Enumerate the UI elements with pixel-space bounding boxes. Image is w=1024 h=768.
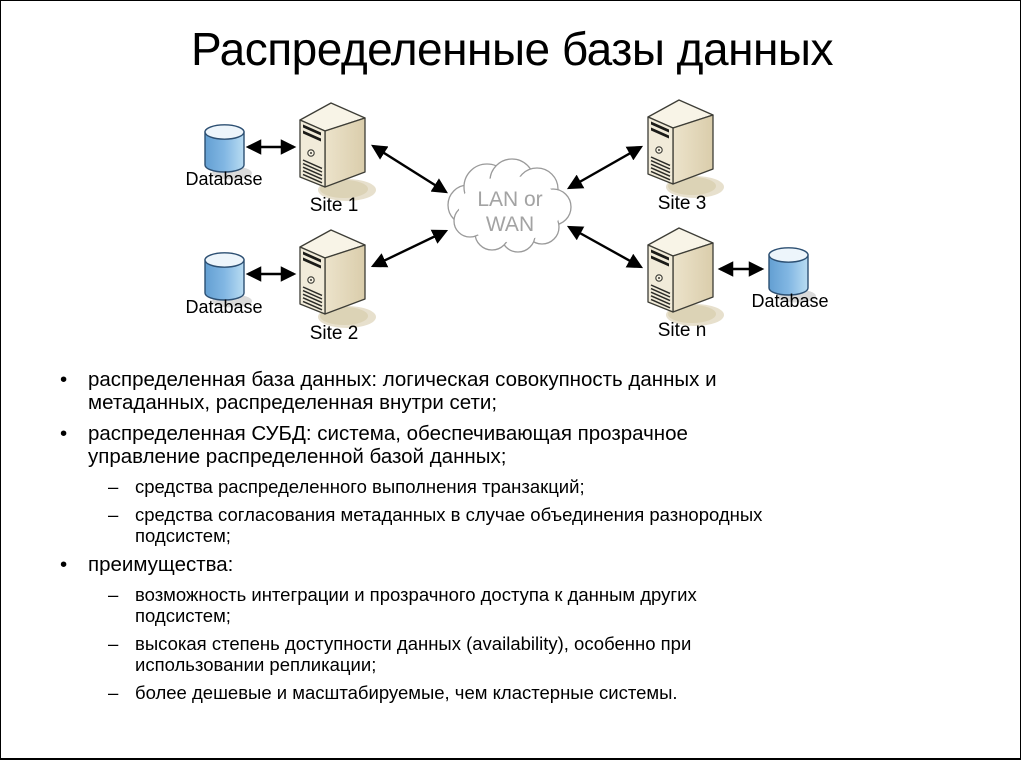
cloud-shape	[447, 158, 572, 253]
sub-bullet-text: средства распределенного выполнения тран…	[135, 476, 585, 497]
bullet-item: • распределенная СУБД: система, обеспечи…	[0, 422, 945, 468]
sub-bullet-item: – высокая степень доступности данных (av…	[0, 633, 945, 675]
distributed-db-diagram: LAN or WAN Database Database Database Si…	[185, 99, 829, 344]
bullet-text: распределенная СУБД: система, обеспечива…	[88, 422, 688, 468]
site1-label: Site 1	[310, 195, 359, 216]
sub-bullet-item: – средства распределенного выполнения тр…	[0, 476, 945, 497]
sub-bullet-text: более дешевые и масштабируемые, чем клас…	[135, 682, 678, 703]
dash-marker: –	[108, 584, 119, 605]
sub-bullet-item: – средства согласования метаданных в слу…	[0, 504, 945, 546]
bullet-marker: •	[60, 553, 68, 576]
dash-marker: –	[108, 682, 119, 703]
server-icon-site1	[299, 102, 377, 202]
arrow-site1-cloud	[371, 144, 448, 194]
bullet-item: • преимущества:	[0, 553, 945, 576]
siten-label: Site n	[658, 320, 707, 341]
sub-bullet-text: средства согласования метаданных в случа…	[135, 504, 763, 546]
cloud-label-line1: LAN or	[477, 188, 542, 211]
sub-bullet-item: – возможность интеграции и прозрачного д…	[0, 584, 945, 626]
bullet-text: распределенная база данных: логическая с…	[88, 368, 717, 414]
dash-marker: –	[108, 504, 119, 525]
sub-bullet-text: высокая степень доступности данных (avai…	[135, 633, 692, 675]
slide-title: Распределенные базы данных	[191, 23, 833, 75]
bullet-list: • распределенная база данных: логическая…	[0, 368, 945, 710]
arrow-cloud-siten	[566, 225, 644, 269]
sub-bullet-item: – более дешевые и масштабируемые, чем кл…	[0, 682, 945, 703]
cloud-label-line2: WAN	[486, 213, 534, 236]
dash-marker: –	[108, 633, 119, 654]
server-icon-siten	[647, 227, 725, 327]
site3-label: Site 3	[658, 193, 707, 214]
arrow-site2-cloud	[370, 229, 449, 268]
diagram-arrows	[245, 139, 765, 282]
database1-label: Database	[185, 169, 262, 189]
database3-label: Database	[751, 291, 828, 311]
dash-marker: –	[108, 476, 119, 497]
sub-bullet-text: возможность интеграции и прозрачного дос…	[135, 584, 697, 626]
bullet-text: преимущества:	[88, 553, 234, 576]
bullet-marker: •	[60, 422, 68, 445]
site2-label: Site 2	[310, 323, 359, 344]
server-icon-site3	[647, 99, 725, 199]
bullet-marker: •	[60, 368, 68, 391]
server-icon-site2	[299, 229, 377, 329]
arrow-cloud-site3	[566, 145, 644, 190]
database2-label: Database	[185, 297, 262, 317]
bullet-item: • распределенная база данных: логическая…	[0, 368, 945, 414]
